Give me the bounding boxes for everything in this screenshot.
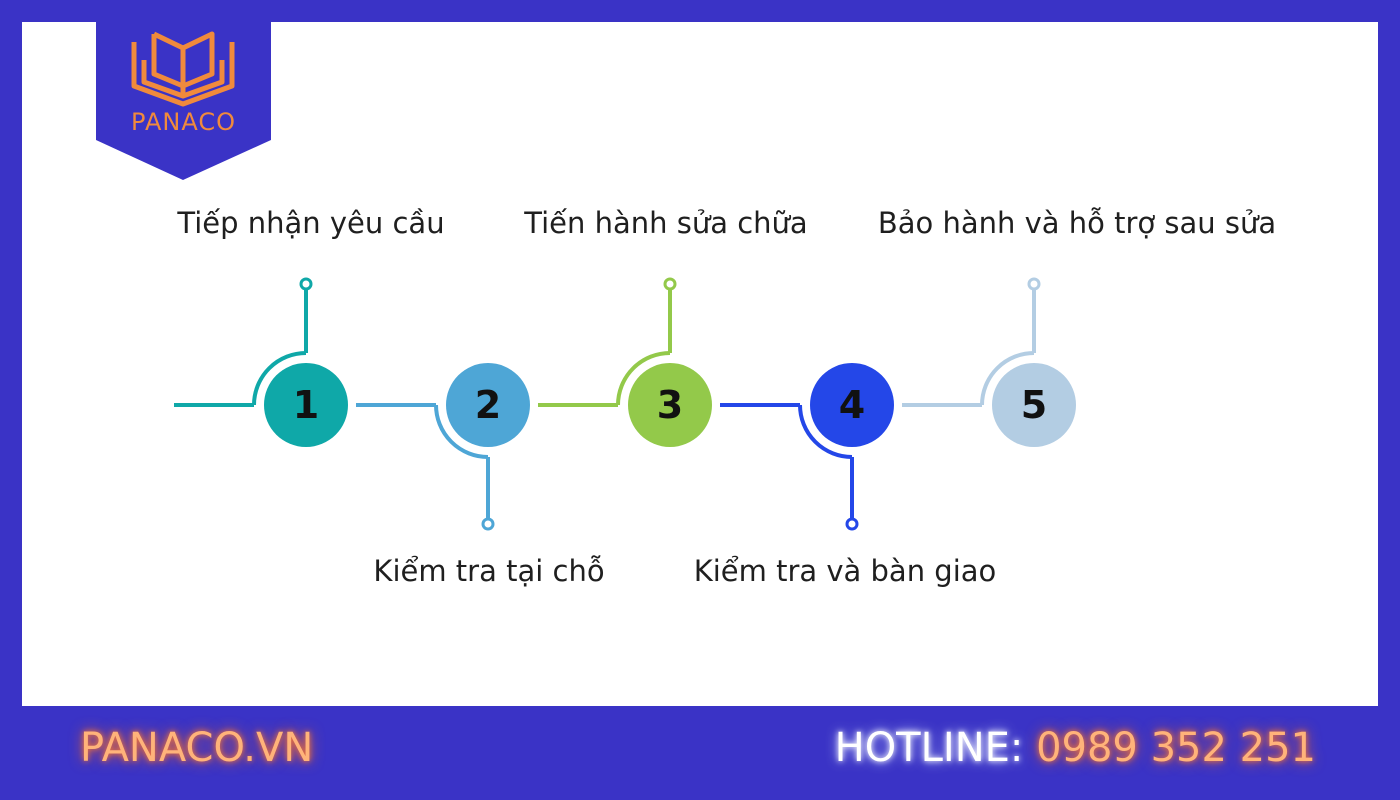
connector-step-2 xyxy=(356,403,495,531)
step-3-circle: 3 xyxy=(628,363,712,447)
step-1-circle: 1 xyxy=(264,363,348,447)
connector-step-3 xyxy=(538,277,677,407)
hotline-label: HOTLINE: xyxy=(834,725,1024,771)
step-4-label: Kiểm tra và bàn giao xyxy=(693,554,997,588)
hotline-number[interactable]: 0989 352 251 xyxy=(1036,725,1316,771)
badge-shape xyxy=(96,0,271,180)
step-2-label: Kiểm tra tại chỗ xyxy=(373,554,605,588)
step-4-circle: 4 xyxy=(810,363,894,447)
footer-hotline: HOTLINE: 0989 352 251 xyxy=(835,725,1316,771)
step-2-circle: 2 xyxy=(446,363,530,447)
logo-text: PANACO xyxy=(131,108,236,136)
step-1-label: Tiếp nhận yêu cầu xyxy=(177,206,445,240)
connector-step-4 xyxy=(720,403,859,531)
step-3-label: Tiến hành sửa chữa xyxy=(524,206,808,240)
connector-step-1 xyxy=(174,277,313,407)
step-5-label: Bảo hành và hỗ trợ sau sửa xyxy=(877,206,1277,240)
footer-website[interactable]: PANACO.VN xyxy=(80,725,314,771)
logo-badge: PANACO xyxy=(96,0,271,180)
book-logo-icon xyxy=(131,31,235,107)
step-5-circle: 5 xyxy=(992,363,1076,447)
connector-step-5 xyxy=(902,277,1041,407)
